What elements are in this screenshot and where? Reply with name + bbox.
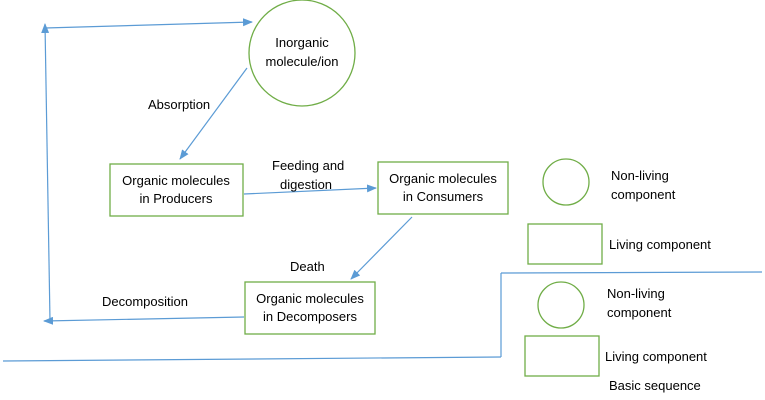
label-feeding-line2: digestion — [280, 177, 332, 192]
arrow-decomposition — [43, 316, 245, 325]
separator-line-bottom — [2, 356, 502, 362]
legend-upper-rect-label: Living component — [609, 237, 711, 252]
decomposers-line1: Organic molecules — [256, 291, 364, 306]
arrow-return-right — [44, 18, 253, 29]
separator-line-top — [500, 271, 763, 274]
producers-line2: in Producers — [140, 191, 213, 206]
producers-line1: Organic molecules — [122, 173, 230, 188]
decomposers-line2: in Decomposers — [263, 309, 357, 324]
legend-lower-circle-line1: Non-living — [607, 286, 665, 301]
consumers-line1: Organic molecules — [389, 171, 497, 186]
legend-lower-caption: Basic sequence — [609, 378, 701, 393]
legend-lower-rect-label: Living component — [605, 349, 707, 364]
label-death: Death — [290, 259, 325, 274]
legend-upper-circle — [542, 158, 590, 206]
legend-upper-rect — [527, 223, 603, 265]
decomposers-box — [244, 281, 376, 335]
node-producers: Organic molecules in Producers — [109, 163, 244, 217]
node-consumers: Organic molecules in Consumers — [377, 161, 509, 215]
node-inorganic: Inorganic molecule/ion — [248, 0, 356, 107]
arrow-return-up — [41, 23, 51, 322]
label-feeding-line1: Feeding and — [272, 158, 344, 173]
legend-lower-circle-line2: component — [607, 305, 672, 320]
label-absorption: Absorption — [148, 97, 210, 112]
consumers-line2: in Consumers — [403, 189, 484, 204]
consumers-box — [377, 161, 509, 215]
legend-lower: Non-living component Living component Ba… — [524, 281, 707, 393]
arrow-feeding — [243, 184, 377, 195]
inorganic-line2: molecule/ion — [266, 54, 339, 69]
label-decomposition: Decomposition — [102, 294, 188, 309]
node-decomposers: Organic molecules in Decomposers — [244, 281, 376, 335]
legend-upper-circle-line2: component — [611, 187, 676, 202]
arrow-absorption — [179, 67, 248, 160]
inorganic-circle — [248, 0, 356, 107]
legend-upper: Non-living component Living component — [527, 158, 711, 265]
legend-lower-rect — [524, 335, 600, 377]
legend-upper-circle-line1: Non-living — [611, 168, 669, 183]
arrow-death — [350, 216, 413, 280]
producers-box — [109, 163, 244, 217]
legend-lower-circle — [537, 281, 585, 329]
inorganic-line1: Inorganic — [275, 35, 329, 50]
